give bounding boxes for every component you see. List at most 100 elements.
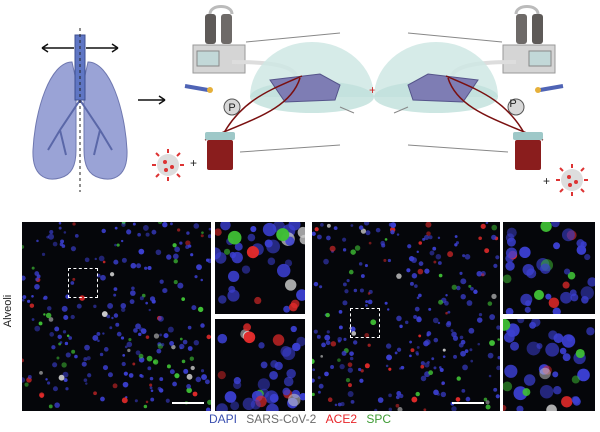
cell-mark [337, 358, 341, 362]
cell-mark [45, 312, 52, 319]
cell-mark [577, 368, 590, 382]
cell-mark [348, 383, 352, 388]
cell-mark [418, 334, 422, 338]
cell-mark [102, 365, 109, 371]
cell-mark [506, 237, 516, 247]
cell-mark [254, 296, 262, 305]
cell-mark [489, 314, 496, 320]
cell-mark [383, 258, 387, 262]
cell-mark [459, 335, 464, 340]
cell-mark [415, 351, 419, 355]
cell-mark [437, 321, 441, 325]
cell-mark [433, 337, 439, 343]
cell-mark [314, 227, 319, 232]
cell-mark [420, 375, 427, 382]
cell-mark [493, 263, 498, 268]
svg-text:+: + [190, 156, 197, 170]
cell-mark [460, 350, 466, 357]
cell-mark [36, 239, 39, 243]
cell-mark [350, 224, 354, 227]
cell-mark [561, 334, 576, 348]
cell-mark [146, 355, 153, 362]
cell-mark [103, 347, 109, 352]
cell-mark [586, 327, 595, 336]
cell-mark [312, 368, 316, 372]
cell-mark [195, 376, 202, 383]
cell-mark [426, 231, 431, 236]
cell-mark [464, 253, 471, 260]
cell-mark [138, 332, 142, 337]
cell-mark [46, 306, 52, 311]
stain-legend: DAPI SARS-CoV-2 ACE2 SPC [0, 412, 600, 426]
cell-mark [159, 279, 164, 284]
cell-mark [418, 293, 422, 298]
cell-mark [54, 402, 60, 408]
cell-mark [584, 253, 591, 261]
cell-mark [522, 388, 531, 396]
cell-mark [375, 227, 381, 233]
cell-mark [312, 231, 316, 236]
cell-mark [325, 312, 330, 318]
cell-mark [563, 268, 571, 275]
cell-mark [49, 332, 55, 337]
cell-mark [409, 340, 413, 344]
cell-mark [416, 316, 421, 321]
cell-mark [126, 341, 133, 348]
cell-mark [145, 335, 150, 339]
cell-mark [325, 340, 331, 346]
cell-mark [396, 347, 402, 352]
cell-mark [282, 387, 291, 396]
cell-mark [374, 408, 378, 411]
cell-mark [424, 268, 430, 274]
legend-spc: SPC [366, 412, 392, 426]
cell-mark [313, 329, 318, 334]
pump-label: P [509, 98, 516, 110]
blood-reservoir [207, 140, 233, 170]
cell-mark [396, 233, 400, 236]
cell-mark [411, 396, 418, 403]
cell-mark [505, 247, 518, 259]
cell-mark [22, 358, 24, 363]
cell-mark [179, 346, 183, 350]
cell-mark [243, 331, 256, 344]
cell-mark [171, 344, 176, 350]
cell-mark [56, 356, 60, 360]
cell-mark [172, 381, 177, 387]
cell-mark [354, 245, 361, 251]
cell-mark [134, 399, 138, 403]
cell-mark [183, 368, 189, 374]
cell-mark [406, 268, 411, 273]
cell-mark [274, 361, 283, 371]
cell-mark [145, 400, 149, 404]
cell-mark [360, 228, 367, 234]
gas-cylinder-icon [221, 14, 232, 44]
cell-mark [552, 371, 559, 378]
cell-mark [386, 308, 390, 311]
cell-mark [447, 310, 451, 314]
cell-mark [493, 387, 498, 392]
cell-mark [416, 345, 420, 349]
cell-mark [451, 406, 457, 411]
cell-mark [533, 289, 545, 300]
cell-mark [191, 305, 197, 311]
cell-mark [27, 299, 31, 303]
cell-mark [177, 282, 184, 289]
cell-mark [22, 295, 27, 299]
arrow-left-icon [41, 43, 74, 53]
cell-mark [385, 364, 389, 368]
cell-mark [57, 334, 62, 340]
cell-mark [48, 233, 55, 240]
cell-mark [96, 331, 101, 336]
cell-mark [370, 319, 377, 326]
cell-mark [65, 352, 71, 358]
cell-mark [367, 292, 371, 295]
cell-mark [313, 281, 319, 287]
cell-mark [523, 374, 536, 386]
cell-mark [388, 222, 393, 227]
cell-mark [437, 261, 442, 265]
cell-mark [145, 232, 150, 237]
cell-mark [454, 235, 458, 238]
cell-mark [553, 242, 561, 250]
cell-mark [39, 393, 44, 398]
cell-mark [416, 296, 420, 300]
